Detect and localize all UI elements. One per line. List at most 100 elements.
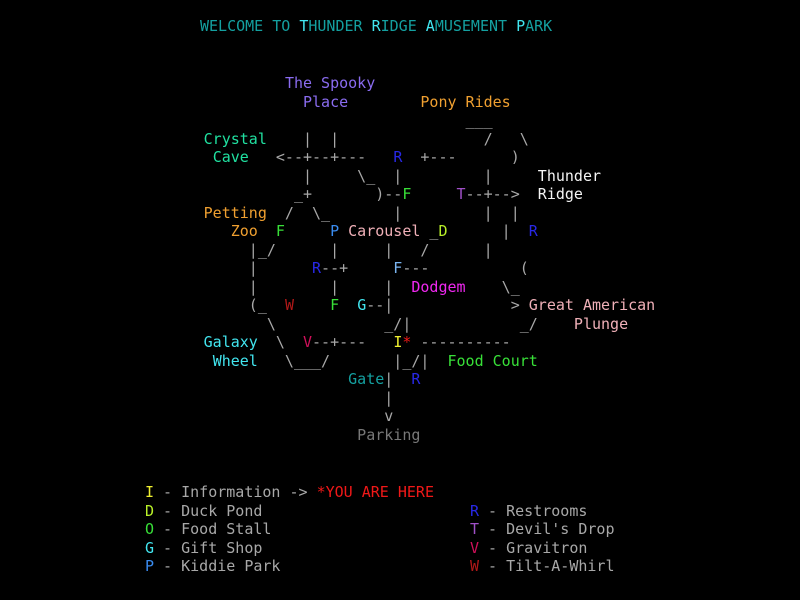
text-segment: \ _/| _/ (14, 314, 574, 333)
text-segment: - Gift Shop (154, 538, 263, 557)
map-row: \ _/| _/ Plunge (14, 315, 628, 334)
text-segment: ---------- (411, 333, 511, 351)
map-row: v (14, 407, 393, 426)
map-row: Wheel \___/ |_/| Food Court (14, 352, 538, 371)
text-segment: G (357, 296, 367, 314)
welcome-title: WELCOME TO THUNDER RIDGE AMUSEMENT PARK (200, 17, 552, 36)
title-segment: IDGE (380, 17, 426, 35)
legend-entry: I - Information -> *YOU ARE HERE (145, 483, 434, 502)
legend-entry: G - Gift Shop (145, 539, 262, 558)
spacer (14, 74, 285, 92)
map-row: |_/ | | / | (14, 241, 493, 260)
map-row: Crystal | | / \ (14, 130, 529, 149)
legend-entry: O - Food Stall (145, 520, 271, 539)
text-segment: | (14, 259, 313, 277)
text-segment: V (303, 333, 313, 351)
text-segment: Plunge (573, 314, 629, 333)
text-segment: - Restrooms (479, 501, 588, 520)
text-segment: | (14, 388, 394, 407)
text-segment: D (145, 501, 155, 520)
text-segment: Wheel (212, 351, 258, 370)
text-segment: v (14, 407, 394, 425)
text-segment: I (145, 483, 155, 501)
text-segment: R (470, 501, 480, 520)
legend-entry: T - Devil's Drop (470, 520, 615, 539)
text-segment: Thunder (537, 166, 602, 185)
text-segment: R (528, 222, 538, 240)
map-row: The Spooky (14, 74, 375, 93)
text-segment: F (330, 296, 340, 314)
text-segment: Great American (528, 296, 656, 314)
map-row: Petting / \_ | | | (14, 204, 520, 223)
spacer (348, 93, 420, 111)
text-segment: _ (420, 222, 439, 240)
text-segment: --+--- (312, 333, 394, 351)
text-segment: Place (302, 92, 349, 111)
text-segment: W (470, 557, 480, 575)
text-segment: +--- ) (402, 148, 520, 166)
text-segment: I (393, 333, 403, 351)
text-segment: F (275, 222, 285, 240)
title-segment: WELCOME TO (200, 17, 300, 35)
text-segment: | \_ | | (14, 166, 538, 185)
title-segment: MUSEMENT (434, 17, 517, 35)
map-row: ___ (14, 111, 493, 130)
text-segment: _+ )-- (14, 185, 403, 203)
text-segment: Cave (212, 148, 249, 166)
title-segment: T (299, 17, 309, 35)
legend-entry: R - Restrooms (470, 502, 587, 521)
map-row: | | | Dodgem \_ (14, 278, 520, 297)
text-segment: - Food Stall (154, 520, 272, 538)
map-row: Cave <--+--+--- R +--- ) (14, 148, 520, 167)
spacer (14, 352, 213, 370)
legend-entry: D - Duck Pond (145, 502, 262, 521)
text-segment: - Devil's Drop (479, 520, 615, 538)
text-segment: / \_ | | | (266, 203, 520, 222)
text-segment: | | | (14, 277, 412, 296)
text-segment: (_ (14, 296, 285, 314)
spacer (14, 148, 213, 166)
text-segment: --+--> (465, 185, 538, 203)
text-segment: F (402, 185, 412, 203)
text-segment: --- ( (402, 259, 529, 277)
text-segment: - Gravitron (479, 538, 588, 557)
text-segment: - Kiddie Park (154, 557, 281, 575)
spacer (14, 130, 204, 148)
text-segment: Parking (357, 425, 421, 444)
text-segment: F (393, 259, 403, 277)
spacer (14, 370, 348, 388)
title-segment: HUNDER (308, 17, 372, 35)
title-segment: P (516, 17, 526, 35)
text-segment: T (470, 520, 480, 538)
text-segment: Food Court (447, 351, 538, 370)
text-segment: | | / \ (266, 129, 529, 148)
text-segment: V (470, 538, 480, 557)
spacer (294, 296, 330, 314)
map-row: Gate| R (14, 370, 420, 389)
text-segment: P (330, 222, 340, 240)
text-segment: G (145, 538, 155, 557)
spacer (14, 333, 204, 351)
spacer (14, 222, 231, 240)
text-segment: Zoo (230, 222, 258, 240)
spacer (14, 93, 303, 111)
text-segment: Ridge (537, 185, 583, 203)
text-segment: --| > (366, 296, 529, 314)
map-row: (_ W F G--| > Great American (14, 296, 655, 315)
legend-entry: V - Gravitron (470, 539, 587, 558)
title-segment: ARK (525, 17, 553, 35)
legend-entry: W - Tilt-A-Whirl (470, 557, 615, 576)
title-segment: A (425, 17, 435, 35)
text-segment: | (384, 370, 412, 388)
map-row: | (14, 389, 393, 408)
text-segment: --+ (321, 259, 394, 277)
text-segment: ___ (14, 111, 493, 129)
spacer (14, 204, 204, 222)
text-segment: <--+--+--- (248, 148, 394, 166)
text-segment: P (145, 557, 155, 575)
text-segment: Gate (348, 370, 385, 388)
text-segment: Pony Rides (420, 92, 511, 111)
text-segment: Petting (203, 203, 267, 222)
text-segment: D (438, 222, 448, 240)
text-segment: \___/ |_/| (257, 351, 448, 370)
